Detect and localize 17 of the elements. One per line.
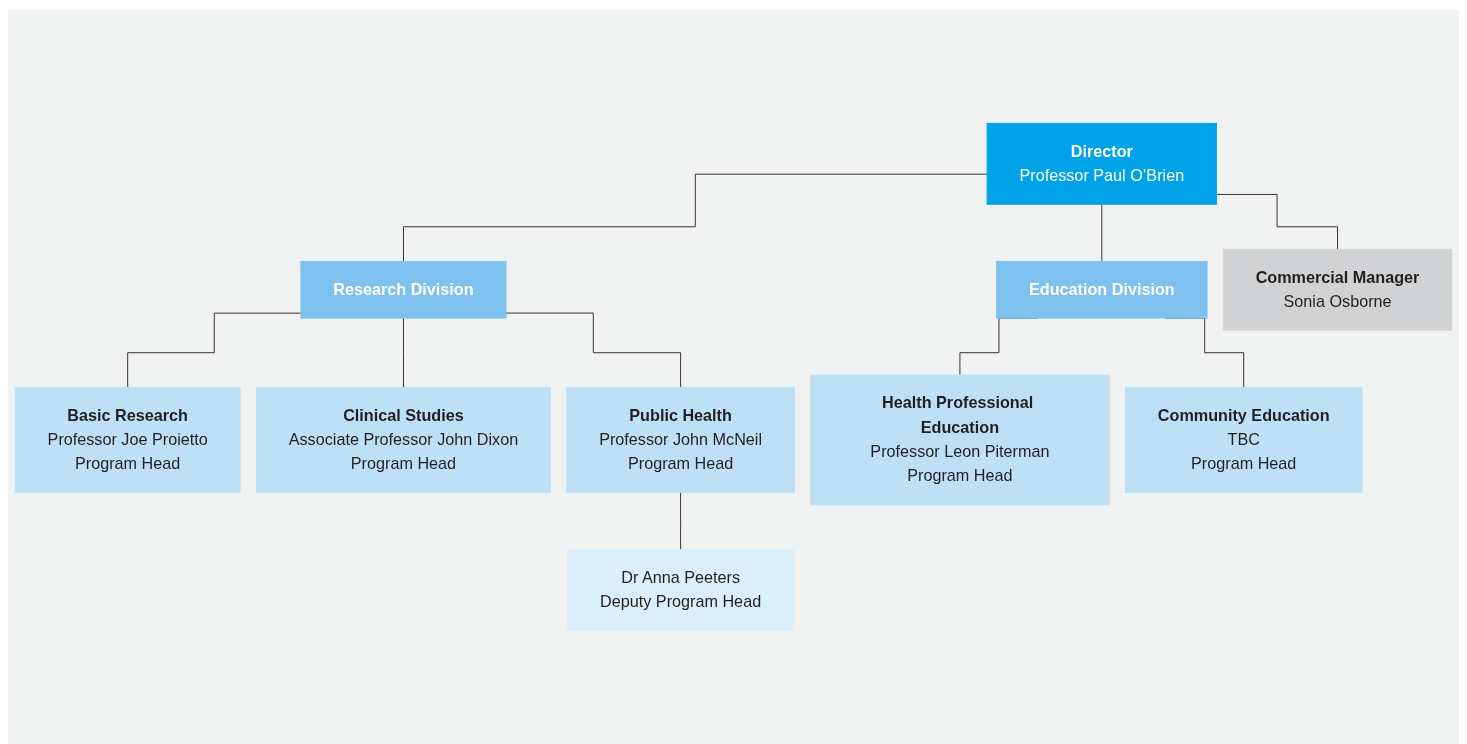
node-box: Director Professor Paul O’Brien bbox=[986, 122, 1217, 205]
connector bbox=[680, 492, 682, 551]
node-box: Basic Research Professor Joe Proietto Program Head bbox=[14, 386, 241, 494]
node-box: Clinical Studies Associate Professor John Dixon Program Head bbox=[255, 386, 552, 494]
connector bbox=[403, 317, 404, 388]
connector bbox=[403, 173, 988, 262]
node-box: Research Division bbox=[300, 260, 507, 319]
node-box: Commercial Manager Sonia Osborne bbox=[1222, 248, 1453, 331]
connector bbox=[1216, 194, 1338, 250]
node-box: Education Division bbox=[996, 260, 1208, 319]
connector bbox=[505, 312, 682, 388]
node-box: Dr Anna Peeters Deputy Program Head bbox=[567, 549, 794, 632]
connector bbox=[127, 312, 302, 388]
node-box: Community Education TBC Program Head bbox=[1125, 386, 1363, 494]
node-box: Public Health Professor John McNeil Program Head bbox=[566, 386, 795, 494]
node-box: Health Professional Education Professor Leon Piterman Program Head bbox=[810, 374, 1110, 506]
connector bbox=[1101, 203, 1103, 262]
